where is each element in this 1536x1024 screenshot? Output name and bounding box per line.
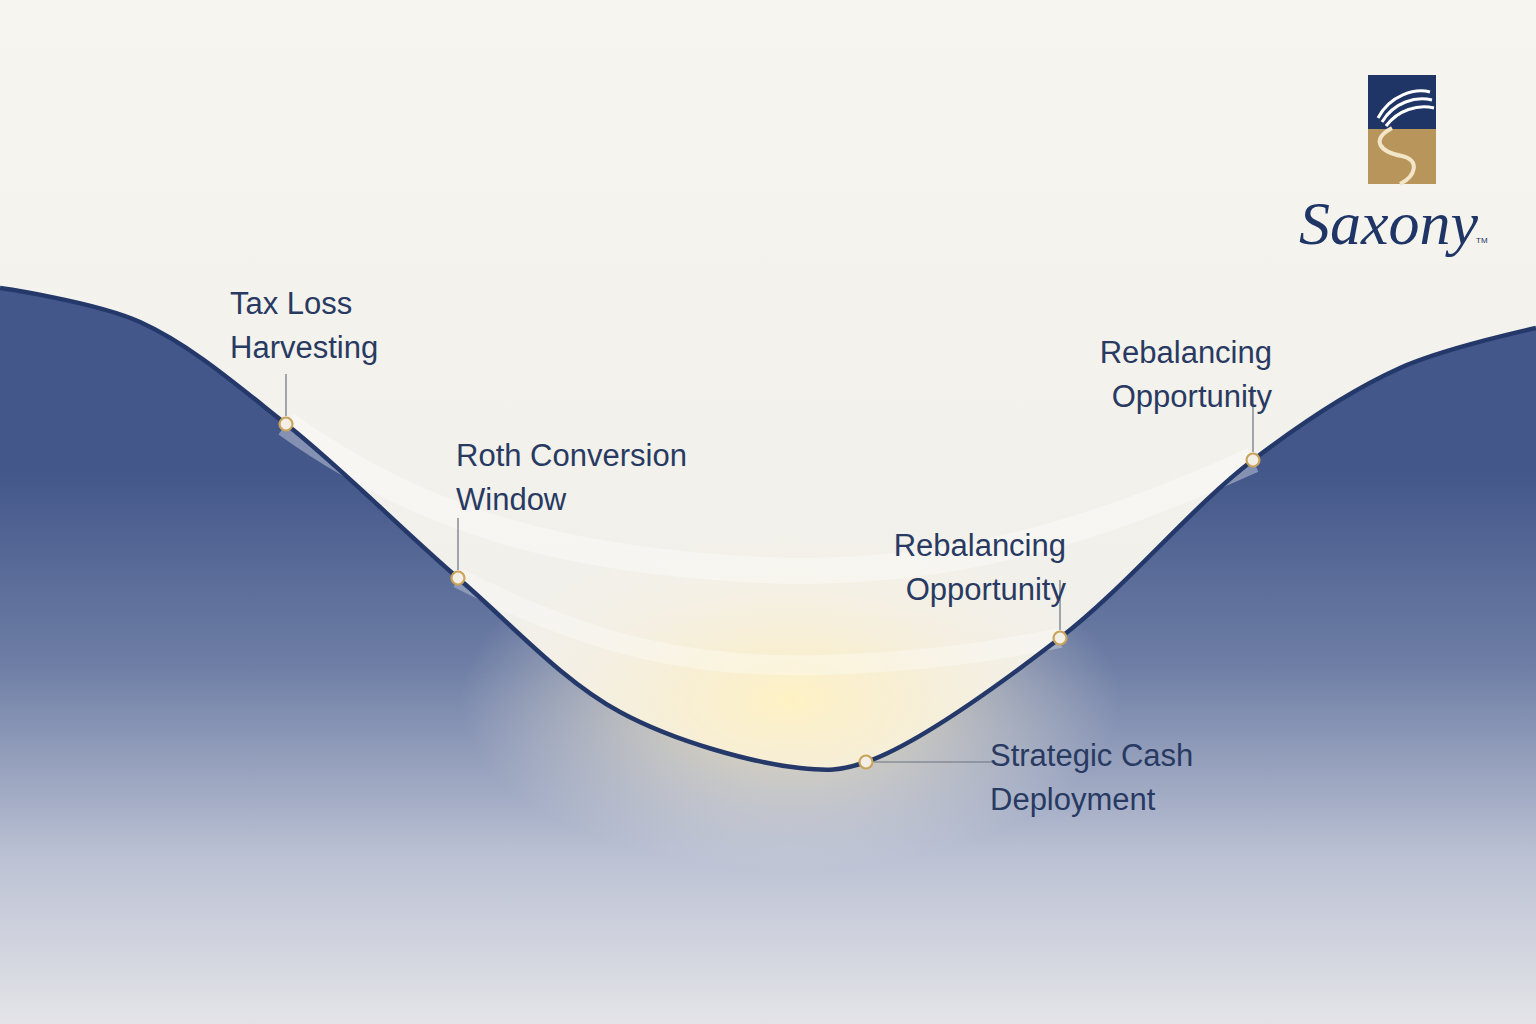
leader-line [874,761,992,762]
callout-label: Tax Loss Harvesting [230,282,430,370]
callout-label: Rebalancing Opportunity [1030,331,1272,419]
leader-lines [286,374,1253,762]
milestone-dot [280,418,293,431]
hill-fill [0,288,1536,1024]
logo-s [1380,128,1414,184]
milestone-dot [1247,454,1260,467]
logo-swoosh [1386,107,1434,126]
logo-bottom [1368,129,1436,184]
callout-label: Roth Conversion Window [456,434,726,522]
milestone-dot [1054,632,1067,645]
callout-label: Rebalancing Opportunity [826,524,1066,612]
logo-wordmark: Saxony [1299,188,1478,258]
logo-swoosh [1378,91,1430,118]
logo-mark [1368,75,1436,184]
milestone-dot [860,756,873,769]
callout-label: Strategic Cash Deployment [990,734,1240,822]
trademark: TM [1476,236,1488,246]
leader-line [285,374,286,416]
logo-top [1368,75,1436,129]
milestone-dot [452,572,465,585]
leader-line [457,518,458,570]
light-band [286,424,1253,571]
milestone-dots [280,418,1260,769]
